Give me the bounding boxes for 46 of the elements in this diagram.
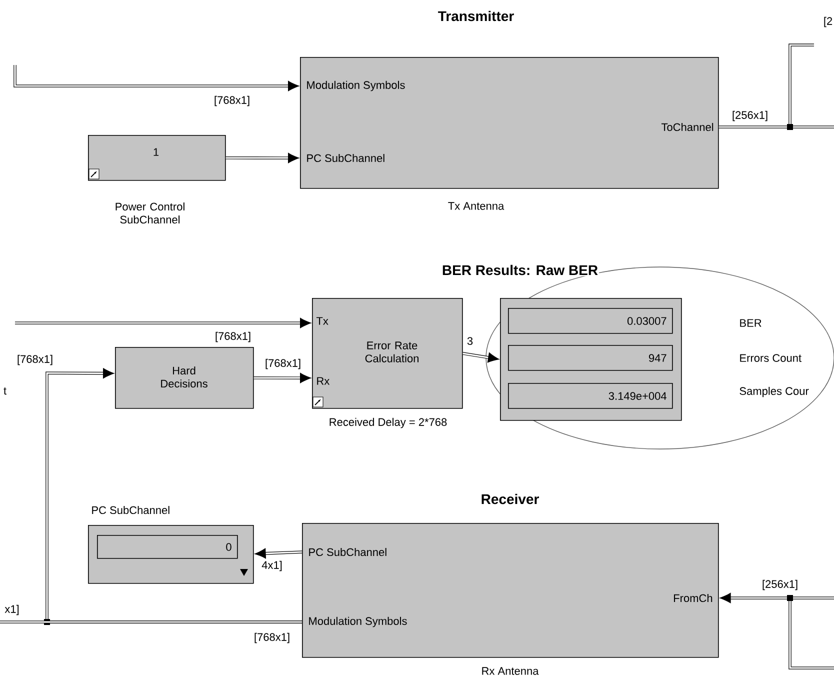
block-name: Tx Antenna xyxy=(448,202,504,210)
port-label: PC SubChannel xyxy=(307,154,384,162)
edge-label: [768x1] xyxy=(252,632,292,644)
block-name: Received Delay = 2*768 xyxy=(330,418,447,428)
port-label: Tx xyxy=(316,317,328,325)
edge-label: [256x1] xyxy=(730,110,770,122)
edge-label: 4x1] xyxy=(260,560,284,572)
display-label: Samples Cour xyxy=(740,386,809,398)
block-value: 1 xyxy=(154,148,159,156)
display-value: 947 xyxy=(648,354,666,362)
port-label: FromCh xyxy=(674,594,712,602)
port-label: Modulation Symbols xyxy=(309,616,407,628)
display-label: BER xyxy=(740,319,762,327)
edge-label: [768x1] xyxy=(212,94,252,108)
block-name: PC SubChannel xyxy=(92,506,170,514)
block-label: Error Rate Calculation xyxy=(365,342,418,362)
block-title: Receiver xyxy=(482,494,539,504)
edge-label: [256x1] xyxy=(760,578,800,592)
display-value: 0 xyxy=(226,543,232,551)
edge-label: [768x1] xyxy=(264,358,302,370)
block-name: Power Control SubChannel xyxy=(116,202,184,224)
signal-arrow xyxy=(226,152,300,164)
display-value: 0.03007 xyxy=(627,317,666,325)
signal-arrow xyxy=(720,592,834,670)
signal-arrow xyxy=(717,44,834,130)
port-label: Modulation Symbols xyxy=(307,80,405,92)
cut-label: t xyxy=(4,387,6,395)
port-label: Rx xyxy=(317,377,330,385)
display-label: Errors Count xyxy=(740,354,802,362)
signal-arrow xyxy=(15,318,312,328)
signal-arrow xyxy=(14,65,300,92)
signal-arrow xyxy=(462,352,500,363)
port-label: PC SubChannel xyxy=(309,548,386,556)
edge-label: 3 xyxy=(466,336,474,346)
block-label: Hard Decisions xyxy=(161,366,208,388)
section-title: BER Results: Raw BER xyxy=(440,264,600,276)
display-value: 3.149e+004 xyxy=(608,392,666,400)
edge-label: x1] xyxy=(4,604,20,616)
signal-size-label: [768x1] xyxy=(18,354,52,366)
block-title: Transmitter xyxy=(438,10,514,22)
block-name: Rx Antenna xyxy=(482,667,539,675)
signal-arrow xyxy=(254,372,312,384)
edge-label: [768x1] xyxy=(214,330,252,344)
port-label: ToChannel xyxy=(661,122,714,132)
cut-label: [2 xyxy=(824,16,832,28)
signal-arrow xyxy=(254,548,302,559)
